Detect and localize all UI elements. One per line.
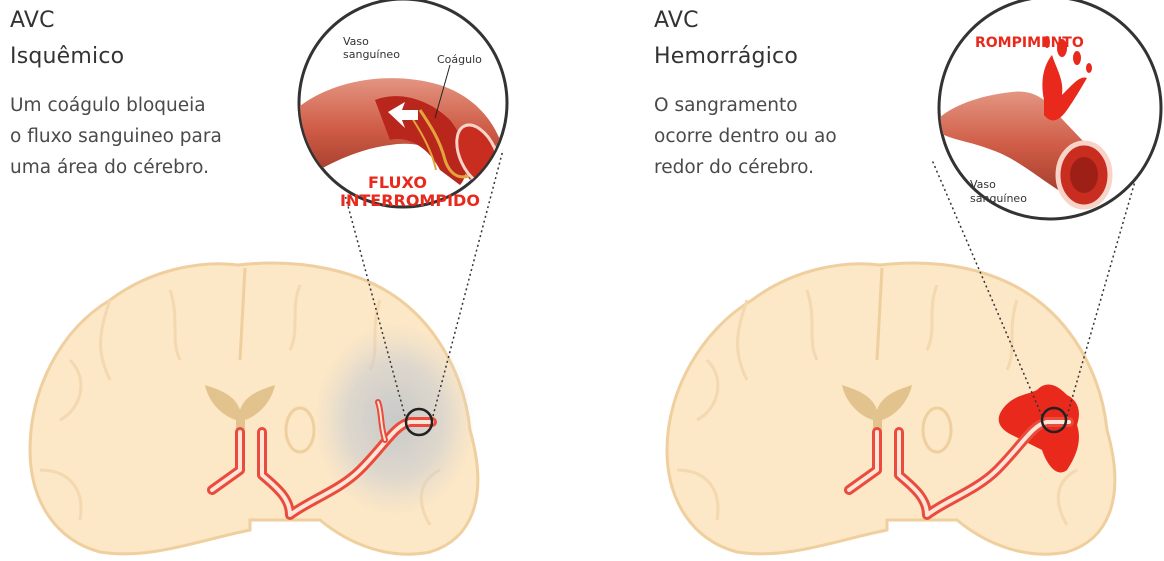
- fluxo-label-line2: INTERROMPIDO: [340, 191, 480, 210]
- description-line: ocorre dentro ou ao: [654, 121, 934, 152]
- vaso-label-line2: sanguíneo: [343, 48, 400, 61]
- vaso-label-line1: Vaso: [343, 35, 369, 48]
- panel-isquemico: Vaso sanguíneo Coágulo FLUXO INTERROMPID…: [0, 0, 582, 561]
- description-line: uma área do cérebro.: [10, 152, 290, 183]
- title-isquemico: Isquêmico: [10, 44, 124, 69]
- title-avc: AVC: [10, 8, 55, 33]
- coagulo-label: Coágulo: [437, 53, 482, 66]
- description-hemorragico: O sangramento ocorre dentro ou ao redor …: [654, 90, 934, 183]
- description-isquemico: Um coágulo bloqueia o fluxo sanguineo pa…: [10, 90, 290, 183]
- isquemico-illustration: Vaso sanguíneo Coágulo FLUXO INTERROMPID…: [0, 0, 582, 561]
- description-line: Um coágulo bloqueia: [10, 90, 290, 121]
- vaso-label-line1: Vaso: [970, 178, 996, 191]
- title-hemorragico: Hemorrágico: [654, 44, 798, 69]
- vaso-label-line2: sanguíneo: [970, 192, 1027, 205]
- panel-hemorragico: ROMPIMENTO Vaso sanguíneo AVC Hemorrágic…: [582, 0, 1164, 561]
- description-line: O sangramento: [654, 90, 934, 121]
- rompimento-label: ROMPIMENTO: [975, 35, 1084, 51]
- description-line: o fluxo sanguineo para: [10, 121, 290, 152]
- fluxo-label-line1: FLUXO: [368, 173, 427, 192]
- hemorragico-illustration: ROMPIMENTO Vaso sanguíneo: [582, 0, 1164, 561]
- description-line: redor do cérebro.: [654, 152, 934, 183]
- title-avc: AVC: [654, 8, 699, 33]
